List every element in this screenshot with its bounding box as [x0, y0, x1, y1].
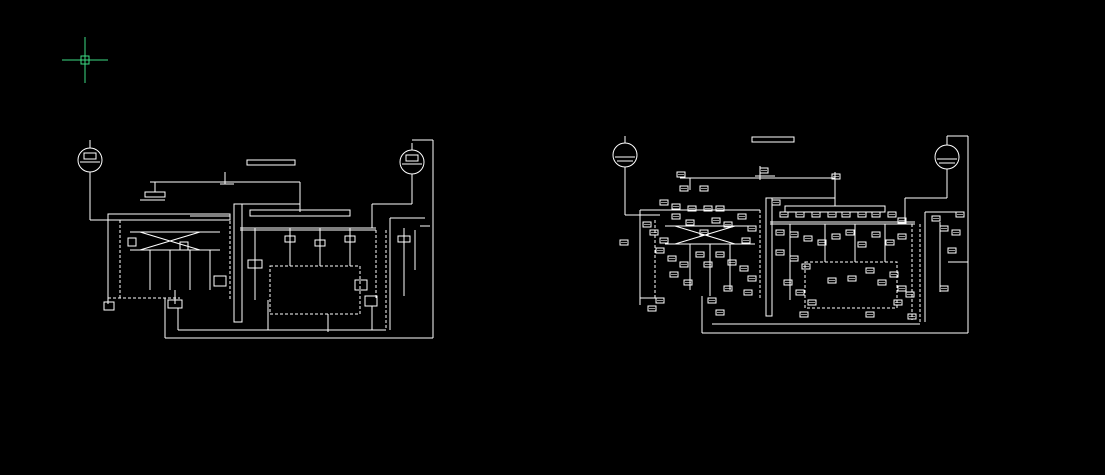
label-tag	[931, 215, 941, 222]
label-tag	[741, 237, 751, 244]
label-tag	[759, 167, 769, 174]
label-tags	[619, 167, 965, 320]
label-tag	[775, 229, 785, 236]
label-tag	[907, 313, 917, 320]
label-tag	[649, 229, 659, 236]
title-block	[751, 136, 795, 143]
label-tag	[871, 231, 881, 238]
tank-symbol-right	[934, 135, 969, 333]
label-tag	[831, 173, 841, 180]
label-tag	[667, 255, 677, 262]
label-tag	[671, 203, 681, 210]
label-tag	[715, 251, 725, 258]
label-tag	[857, 241, 867, 248]
label-tag	[679, 261, 689, 268]
label-tag	[897, 217, 907, 224]
crosshair-icon	[62, 37, 108, 83]
label-tag	[775, 249, 785, 256]
schematic-drawing-right[interactable]	[612, 135, 969, 334]
label-tag	[795, 211, 805, 218]
label-tag	[727, 259, 737, 266]
schematic-drawing-left[interactable]	[77, 139, 434, 339]
label-tag	[771, 199, 781, 206]
label-tag	[831, 233, 841, 240]
title-block	[246, 159, 296, 166]
label-tag	[799, 311, 809, 318]
label-tag	[711, 217, 721, 224]
label-tag	[877, 279, 887, 286]
label-tag	[897, 285, 907, 292]
label-tag	[747, 225, 757, 232]
label-tag	[685, 219, 695, 226]
label-tag	[789, 255, 799, 262]
label-tag	[676, 171, 686, 178]
label-tag	[715, 309, 725, 316]
label-tag	[687, 205, 697, 212]
label-tag	[659, 199, 669, 206]
label-tag	[865, 311, 875, 318]
label-tag	[845, 229, 855, 236]
label-tag	[747, 275, 757, 282]
label-tag	[951, 229, 961, 236]
tank-symbol-right	[399, 139, 434, 338]
label-tag	[655, 297, 665, 304]
label-tag	[683, 279, 693, 286]
label-tag	[779, 211, 789, 218]
label-tag	[955, 211, 965, 218]
label-tag	[783, 279, 793, 286]
label-tag	[737, 213, 747, 220]
label-tag	[619, 239, 629, 246]
label-tag	[703, 261, 713, 268]
label-tag	[905, 291, 915, 298]
label-tag	[655, 247, 665, 254]
label-tag	[707, 297, 717, 304]
label-tag	[939, 225, 949, 232]
label-tag	[947, 247, 957, 254]
label-tag	[889, 271, 899, 278]
label-tag	[817, 239, 827, 246]
label-tag	[699, 229, 709, 236]
label-tag	[801, 263, 811, 270]
label-tag	[897, 233, 907, 240]
label-tag	[699, 185, 709, 192]
label-tag	[841, 211, 851, 218]
label-tag	[811, 211, 821, 218]
label-tag	[803, 235, 813, 242]
label-tag	[807, 299, 817, 306]
label-tag	[723, 221, 733, 228]
label-tag	[695, 251, 705, 258]
label-tag	[795, 289, 805, 296]
label-tag	[847, 275, 857, 282]
label-tag	[827, 211, 837, 218]
label-tag	[885, 239, 895, 246]
label-tag	[893, 299, 903, 306]
label-tag	[871, 211, 881, 218]
label-tag	[669, 271, 679, 278]
label-tag	[671, 213, 681, 220]
label-tag	[723, 285, 733, 292]
tank-symbol-left	[612, 136, 660, 216]
label-tag	[857, 211, 867, 218]
label-tag	[715, 205, 725, 212]
label-tag	[647, 305, 657, 312]
label-tag	[865, 267, 875, 274]
label-tag	[739, 265, 749, 272]
label-tag	[642, 221, 652, 228]
label-tag	[659, 237, 669, 244]
label-tag	[679, 185, 689, 192]
label-tag	[743, 289, 753, 296]
label-tag	[939, 285, 949, 292]
label-tag	[827, 277, 837, 284]
label-tag	[887, 211, 897, 218]
label-tag	[789, 231, 799, 238]
label-tag	[703, 205, 713, 212]
